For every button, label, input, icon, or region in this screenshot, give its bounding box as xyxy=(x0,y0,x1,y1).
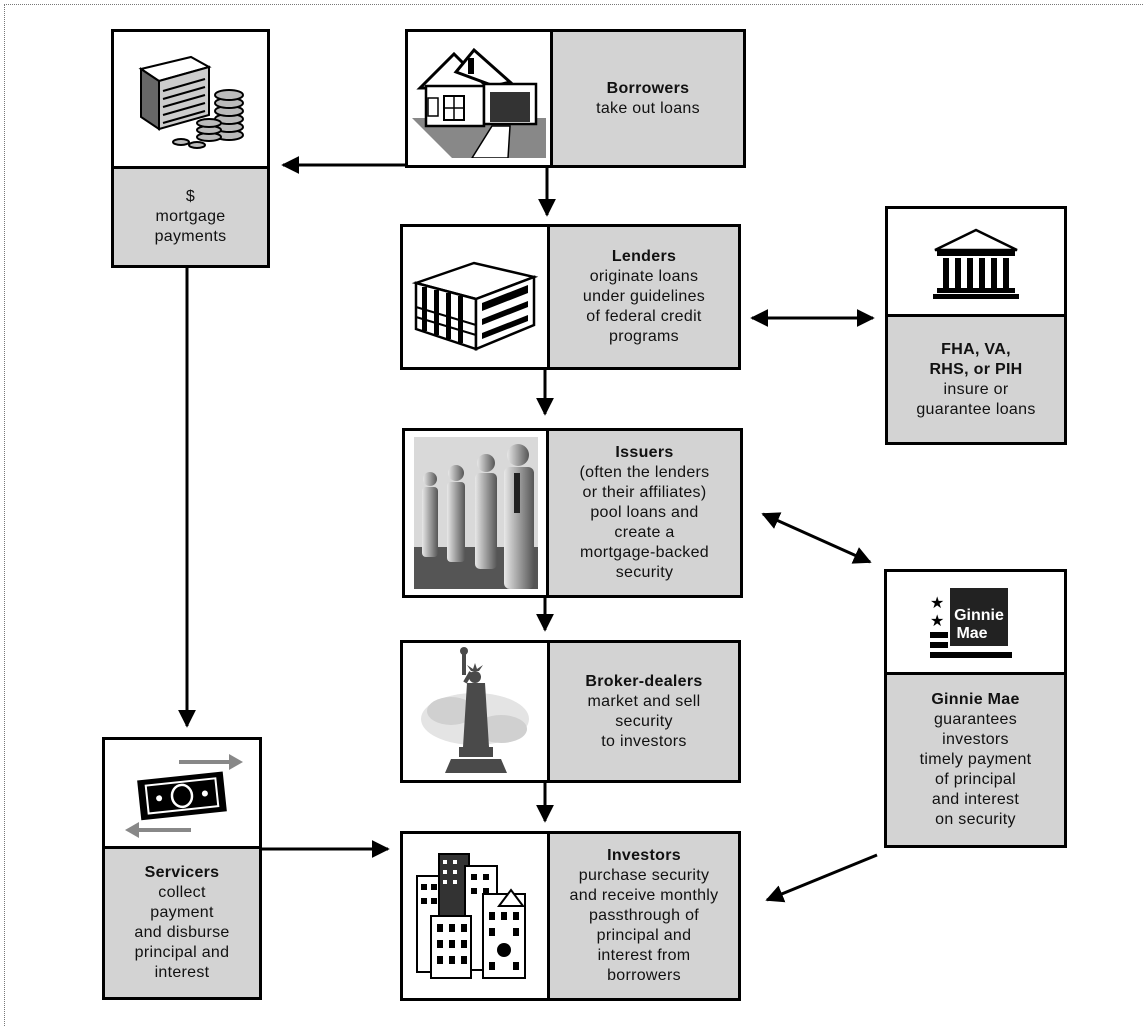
ginnie-mae-line: timely payment xyxy=(919,751,1032,768)
business-people-icon xyxy=(405,431,549,595)
servicers-text: Servicers collect payment and disburse p… xyxy=(105,849,259,997)
ginnie-mae-box: ★ ★ Ginnie Mae Ginnie Mae guarantees inv… xyxy=(884,569,1067,848)
issuers-line: mortgage-backed xyxy=(579,544,709,561)
lenders-line: originate loans xyxy=(589,268,699,285)
issuers-line: or their affiliates) xyxy=(582,484,707,501)
investors-line: passthrough of xyxy=(588,907,700,924)
investors-line: purchase security xyxy=(578,867,710,884)
agencies-title: FHA, VA, xyxy=(941,340,1011,358)
lenders-line: under guidelines xyxy=(582,288,706,305)
lenders-title: Lenders xyxy=(611,248,677,265)
broker-dealers-box: Broker-dealers market and sell security … xyxy=(400,640,741,783)
payments-line: mortgage xyxy=(155,208,226,225)
agencies-line: insure or xyxy=(943,380,1009,398)
investors-line: and receive monthly xyxy=(569,887,719,904)
ginnie-mae-line: of principal xyxy=(935,771,1016,788)
issuers-line: create a xyxy=(614,524,675,541)
borrowers-title: Borrowers xyxy=(606,79,690,97)
agencies-text: FHA, VA, RHS, or PIH insure or guarantee… xyxy=(888,317,1064,442)
city-skyline-icon xyxy=(403,834,550,998)
arrow-issuers-ginnie xyxy=(761,512,872,564)
issuers-text: Issuers (often the lenders or their affi… xyxy=(549,431,740,595)
investors-line: borrowers xyxy=(607,967,681,984)
payments-line: $ xyxy=(185,188,196,205)
issuers-title: Issuers xyxy=(615,444,674,461)
ginnie-mae-line: investors xyxy=(942,731,1009,748)
svg-text:Mae: Mae xyxy=(956,625,987,642)
lenders-line: of federal credit xyxy=(586,308,702,325)
ginnie-mae-text: Ginnie Mae guarantees investors timely p… xyxy=(887,675,1064,845)
svg-text:★: ★ xyxy=(930,611,944,630)
investors-line: principal and xyxy=(596,927,692,944)
servicers-title: Servicers xyxy=(144,864,220,881)
issuers-line: security xyxy=(615,564,674,581)
svg-text:Ginnie: Ginnie xyxy=(954,607,1004,624)
servicers-box: Servicers collect payment and disburse p… xyxy=(102,737,262,1000)
borrowers-text: Borrowers take out loans xyxy=(553,32,743,165)
payments-box: $ mortgage payments xyxy=(111,29,270,268)
broker-dealers-line: to investors xyxy=(601,732,687,750)
ginnie-mae-logo: ★ ★ Ginnie Mae xyxy=(887,572,1064,675)
ginnie-mae-line: guarantees xyxy=(933,711,1018,728)
issuers-box: Issuers (often the lenders or their affi… xyxy=(402,428,743,598)
agencies-title: RHS, or PIH xyxy=(929,360,1023,378)
ginnie-mae-line: and interest xyxy=(931,791,1020,808)
servicers-line: collect xyxy=(158,884,206,901)
servicers-line: payment xyxy=(150,904,214,921)
statue-of-liberty-icon xyxy=(403,643,550,780)
investors-title: Investors xyxy=(607,847,681,864)
issuers-line: (often the lenders xyxy=(579,464,710,481)
dotted-frame xyxy=(4,4,1143,1026)
lenders-box: Lenders originate loans under guidelines… xyxy=(400,224,741,370)
broker-dealers-text: Broker-dealers market and sell security … xyxy=(550,643,738,780)
broker-dealers-line: market and sell xyxy=(587,692,701,710)
house-icon xyxy=(408,32,553,165)
servicers-line: principal and xyxy=(134,944,230,961)
banknote-icon xyxy=(105,740,259,849)
agencies-line: guarantee loans xyxy=(916,400,1036,418)
payments-line: payments xyxy=(154,228,227,245)
borrowers-line: take out loans xyxy=(596,99,700,117)
broker-dealers-title: Broker-dealers xyxy=(585,672,703,690)
government-building-icon xyxy=(888,209,1064,317)
servicers-line: interest xyxy=(154,964,210,981)
broker-dealers-line: security xyxy=(615,712,673,730)
ginnie-mae-line: on security xyxy=(935,811,1016,828)
lenders-text: Lenders originate loans under guidelines… xyxy=(550,227,738,367)
payments-text: $ mortgage payments xyxy=(114,169,267,265)
investors-line: interest from xyxy=(597,947,691,964)
lenders-line: programs xyxy=(609,328,679,345)
servicers-line: and disburse xyxy=(134,924,230,941)
arrow-ginnie-to-investors xyxy=(765,853,878,903)
money-stack-icon xyxy=(114,32,267,169)
ginnie-mae-title: Ginnie Mae xyxy=(931,691,1020,708)
investors-box: Investors purchase security and receive … xyxy=(400,831,741,1001)
office-building-icon xyxy=(403,227,550,367)
svg-text:★: ★ xyxy=(930,593,944,612)
investors-text: Investors purchase security and receive … xyxy=(550,834,738,998)
borrowers-box: Borrowers take out loans xyxy=(405,29,746,168)
agencies-box: FHA, VA, RHS, or PIH insure or guarantee… xyxy=(885,206,1067,445)
issuers-line: pool loans and xyxy=(590,504,699,521)
